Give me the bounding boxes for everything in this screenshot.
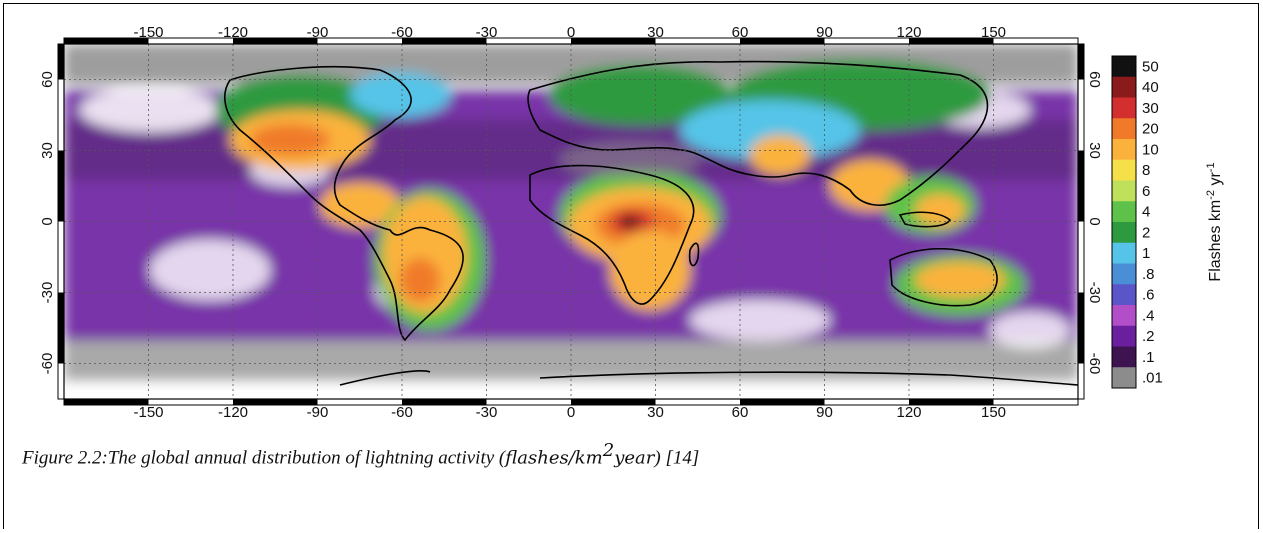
colorbar-label: 40 <box>1142 79 1159 96</box>
lon-tick-top: -60 <box>391 24 413 41</box>
lat-tick-right: -60 <box>1086 353 1103 375</box>
colorbar-swatch <box>1112 76 1136 98</box>
colorbar-label: 30 <box>1142 100 1159 117</box>
lon-tick-bottom: 150 <box>981 404 1006 421</box>
lon-tick-bottom: 30 <box>647 404 664 421</box>
lon-tick-top: -150 <box>133 24 163 41</box>
colorbar-swatch <box>1112 222 1136 244</box>
colorbar-swatch <box>1112 97 1136 119</box>
lon-tick-bottom: 120 <box>896 404 921 421</box>
colorbar-swatch <box>1112 180 1136 202</box>
colorbar-label: 20 <box>1142 121 1159 138</box>
lon-tick-bottom: -150 <box>133 404 163 421</box>
colorbar-label: .6 <box>1142 287 1155 304</box>
graticule <box>64 44 1078 399</box>
colorbar-label: .1 <box>1142 349 1155 366</box>
colorbar-swatch <box>1112 367 1136 389</box>
lat-tick-left: 0 <box>39 217 56 225</box>
colorbar-swatch <box>1112 139 1136 161</box>
lon-tick-top: 30 <box>647 24 664 41</box>
lat-tick-left: -60 <box>39 353 56 375</box>
colorbar-title: Flashes km-2 yr-1 <box>1205 162 1224 281</box>
latitude-labels-right: 60 30 0 -30 -60 <box>1086 71 1103 374</box>
colorbar-swatch <box>1112 305 1136 327</box>
lat-tick-left: 30 <box>39 142 56 159</box>
colorbar-swatch <box>1112 346 1136 368</box>
figure-caption: Figure 2.2:The global annual distributio… <box>22 440 700 469</box>
colorbar-swatch <box>1112 56 1136 78</box>
colorbar-swatch <box>1112 242 1136 264</box>
lat-tick-right: 30 <box>1086 142 1103 159</box>
coastlines <box>224 60 1078 386</box>
lat-tick-left: 60 <box>39 71 56 88</box>
colorbar-label: 4 <box>1142 204 1150 221</box>
lat-tick-right: 60 <box>1086 71 1103 88</box>
lat-tick-right: -30 <box>1086 282 1103 304</box>
figure-frame <box>3 3 1259 529</box>
lon-tick-top: 120 <box>896 24 921 41</box>
map-border <box>57 37 1085 406</box>
lon-tick-top: 60 <box>732 24 749 41</box>
colorbar-label: 2 <box>1142 224 1150 241</box>
lon-tick-bottom: 90 <box>816 404 833 421</box>
colorbar-swatch <box>1112 159 1136 181</box>
colorbar-label: .4 <box>1142 307 1155 324</box>
colorbar-label: 50 <box>1142 58 1159 75</box>
longitude-labels-bottom: -150 -120 -90 -60 -30 0 30 60 90 120 150 <box>133 404 1006 421</box>
lon-tick-top: 90 <box>816 24 833 41</box>
colorbar-swatch <box>1112 284 1136 306</box>
colorbar-swatch <box>1112 263 1136 285</box>
lon-tick-bottom: 0 <box>567 404 575 421</box>
colorbar-label: .01 <box>1142 370 1163 387</box>
colorbar-label: 1 <box>1142 245 1150 262</box>
colorbar-swatch <box>1112 201 1136 223</box>
lat-tick-left: -30 <box>39 282 56 304</box>
lon-tick-top: -90 <box>307 24 329 41</box>
lon-tick-bottom: -30 <box>476 404 498 421</box>
lon-tick-top: -120 <box>218 24 248 41</box>
colorbar-label: 10 <box>1142 141 1159 158</box>
map-panel <box>57 37 1085 406</box>
latitude-labels-left: 60 30 0 -30 -60 <box>39 71 56 374</box>
longitude-labels-top: -150 -120 -90 -60 -30 0 30 60 90 120 150 <box>133 24 1006 41</box>
lon-tick-bottom: -120 <box>218 404 248 421</box>
colorbar-label: 6 <box>1142 183 1150 200</box>
lon-tick-bottom: -60 <box>391 404 413 421</box>
lon-tick-top: -30 <box>476 24 498 41</box>
colorbar-swatch <box>1112 118 1136 140</box>
lon-tick-bottom: -90 <box>307 404 329 421</box>
lon-tick-top: 0 <box>567 24 575 41</box>
lat-tick-right: 0 <box>1086 217 1103 225</box>
colorbar: 50 40 30 20 10 8 6 4 2 1 .8 .6 .4 .2 .1 .01 <box>1111 55 1163 389</box>
lon-tick-bottom: 60 <box>732 404 749 421</box>
colorbar-swatch <box>1112 325 1136 347</box>
colorbar-label: .2 <box>1142 328 1155 345</box>
lon-tick-top: 150 <box>981 24 1006 41</box>
colorbar-label: .8 <box>1142 266 1155 283</box>
colorbar-label: 8 <box>1142 162 1150 179</box>
